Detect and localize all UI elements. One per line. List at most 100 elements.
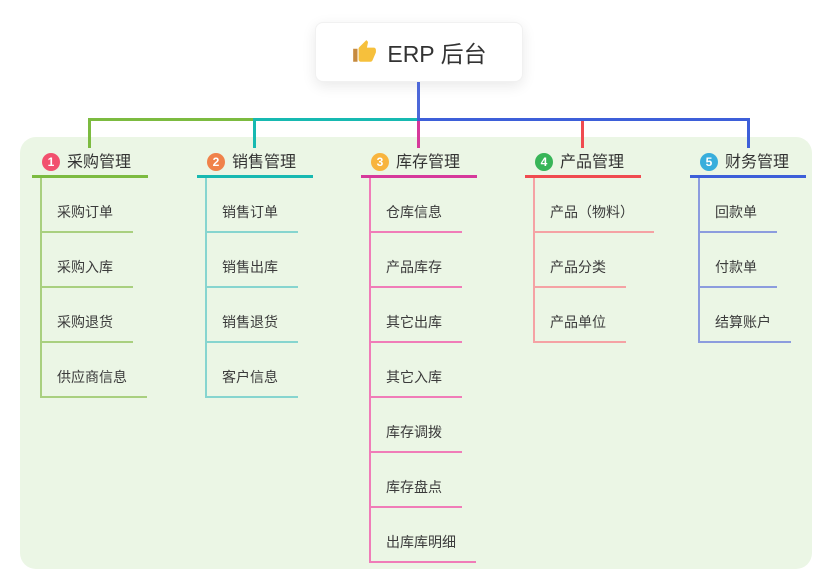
branch-child-connector-line bbox=[698, 178, 700, 343]
child-node-label: 销售退货 bbox=[222, 314, 278, 330]
branch-title-label: 采购管理 bbox=[67, 154, 132, 171]
child-node[interactable]: 产品库存 bbox=[369, 257, 462, 288]
child-node[interactable]: 采购入库 bbox=[40, 257, 133, 288]
branch-title-5[interactable]: 5 财务管理 bbox=[690, 137, 806, 175]
child-node[interactable]: 回款单 bbox=[698, 202, 777, 233]
branch-5: 5 财务管理回款单付款单结算账户 bbox=[690, 137, 806, 343]
branch-title-label: 库存管理 bbox=[396, 154, 461, 171]
branch-title-1[interactable]: 1 采购管理 bbox=[32, 137, 148, 175]
branch-number-badge: 3 bbox=[371, 153, 389, 171]
connector-drop-branch-2 bbox=[253, 118, 256, 148]
child-node-row: 销售订单 bbox=[197, 178, 313, 233]
child-node-label: 销售出库 bbox=[222, 259, 278, 275]
child-node-row: 付款单 bbox=[690, 233, 806, 288]
root-node-label: ERP 后台 bbox=[387, 41, 487, 67]
child-node-row: 仓库信息 bbox=[361, 178, 477, 233]
branch-3: 3 库存管理仓库信息产品库存其它出库其它入库库存调拨库存盘点出库库明细 bbox=[361, 137, 477, 563]
child-node[interactable]: 其它出库 bbox=[369, 312, 462, 343]
child-node-label: 库存调拨 bbox=[386, 424, 442, 440]
branch-title-underline bbox=[32, 175, 148, 178]
child-node-row: 产品分类 bbox=[525, 233, 641, 288]
child-node[interactable]: 采购退货 bbox=[40, 312, 133, 343]
branch-child-connector-line bbox=[205, 178, 207, 398]
connector-drop-branch-5 bbox=[747, 118, 750, 148]
branch-number-badge: 5 bbox=[700, 153, 718, 171]
branch-title-label: 财务管理 bbox=[725, 154, 790, 171]
child-node[interactable]: 客户信息 bbox=[205, 367, 298, 398]
branch-children: 销售订单销售出库销售退货客户信息 bbox=[197, 178, 313, 398]
branch-child-connector-line bbox=[369, 178, 371, 563]
child-node-row: 产品库存 bbox=[361, 233, 477, 288]
branch-number-badge: 2 bbox=[207, 153, 225, 171]
child-node-row: 其它入库 bbox=[361, 343, 477, 398]
child-node-label: 客户信息 bbox=[222, 369, 278, 385]
connector-drop-branch-4 bbox=[581, 121, 584, 148]
branch-number-badge: 4 bbox=[535, 153, 553, 171]
child-node-row: 回款单 bbox=[690, 178, 806, 233]
branch-title-underline bbox=[361, 175, 477, 178]
child-node-label: 回款单 bbox=[715, 204, 757, 220]
child-node-label: 供应商信息 bbox=[57, 369, 127, 385]
child-node[interactable]: 产品（物料） bbox=[533, 202, 654, 233]
child-node[interactable]: 库存调拨 bbox=[369, 422, 462, 453]
root-node[interactable]: ERP 后台 bbox=[315, 22, 523, 82]
child-node-row: 采购退货 bbox=[32, 288, 148, 343]
branch-title-label: 销售管理 bbox=[232, 154, 297, 171]
child-node-label: 销售订单 bbox=[222, 204, 278, 220]
child-node[interactable]: 出库库明细 bbox=[369, 532, 476, 563]
child-node-row: 供应商信息 bbox=[32, 343, 148, 398]
child-node-label: 产品分类 bbox=[550, 259, 606, 275]
child-node-row: 客户信息 bbox=[197, 343, 313, 398]
child-node[interactable]: 其它入库 bbox=[369, 367, 462, 398]
branch-children: 回款单付款单结算账户 bbox=[690, 178, 806, 343]
child-node-label: 其它入库 bbox=[386, 369, 442, 385]
branch-title-underline bbox=[690, 175, 806, 178]
branch-children: 仓库信息产品库存其它出库其它入库库存调拨库存盘点出库库明细 bbox=[361, 178, 477, 563]
child-node[interactable]: 销售订单 bbox=[205, 202, 298, 233]
child-node-label: 仓库信息 bbox=[386, 204, 442, 220]
child-node-label: 采购入库 bbox=[57, 259, 113, 275]
child-node-row: 销售退货 bbox=[197, 288, 313, 343]
child-node-label: 采购订单 bbox=[57, 204, 113, 220]
child-node-label: 产品单位 bbox=[550, 314, 606, 330]
child-node[interactable]: 库存盘点 bbox=[369, 477, 462, 508]
branch-title-underline bbox=[525, 175, 641, 178]
child-node-label: 产品库存 bbox=[386, 259, 442, 275]
child-node-row: 出库库明细 bbox=[361, 508, 477, 563]
child-node[interactable]: 产品分类 bbox=[533, 257, 626, 288]
connector-drop-branch-3 bbox=[417, 121, 420, 148]
child-node[interactable]: 供应商信息 bbox=[40, 367, 147, 398]
connector-horizontal-mid bbox=[254, 118, 419, 121]
child-node-row: 结算账户 bbox=[690, 288, 806, 343]
child-node[interactable]: 结算账户 bbox=[698, 312, 791, 343]
branch-1: 1 采购管理采购订单采购入库采购退货供应商信息 bbox=[32, 137, 148, 398]
child-node-row: 其它出库 bbox=[361, 288, 477, 343]
branch-title-2[interactable]: 2 销售管理 bbox=[197, 137, 313, 175]
child-node-label: 产品（物料） bbox=[550, 204, 634, 220]
child-node[interactable]: 销售退货 bbox=[205, 312, 298, 343]
child-node-label: 其它出库 bbox=[386, 314, 442, 330]
child-node-label: 出库库明细 bbox=[386, 534, 456, 550]
branch-title-3[interactable]: 3 库存管理 bbox=[361, 137, 477, 175]
child-node-label: 结算账户 bbox=[715, 314, 771, 330]
child-node-row: 产品单位 bbox=[525, 288, 641, 343]
child-node-label: 库存盘点 bbox=[386, 479, 442, 495]
branch-children: 采购订单采购入库采购退货供应商信息 bbox=[32, 178, 148, 398]
child-node[interactable]: 付款单 bbox=[698, 257, 777, 288]
child-node[interactable]: 仓库信息 bbox=[369, 202, 462, 233]
child-node[interactable]: 销售出库 bbox=[205, 257, 298, 288]
branch-child-connector-line bbox=[533, 178, 535, 343]
child-node-row: 采购订单 bbox=[32, 178, 148, 233]
branch-child-connector-line bbox=[40, 178, 42, 398]
connector-drop-branch-1 bbox=[88, 118, 91, 148]
child-node-label: 付款单 bbox=[715, 259, 757, 275]
child-node[interactable]: 产品单位 bbox=[533, 312, 626, 343]
branch-number-badge: 1 bbox=[42, 153, 60, 171]
child-node[interactable]: 采购订单 bbox=[40, 202, 133, 233]
connector-horizontal-right bbox=[417, 118, 750, 121]
branch-title-underline bbox=[197, 175, 313, 178]
thumbs-up-icon bbox=[353, 40, 377, 62]
